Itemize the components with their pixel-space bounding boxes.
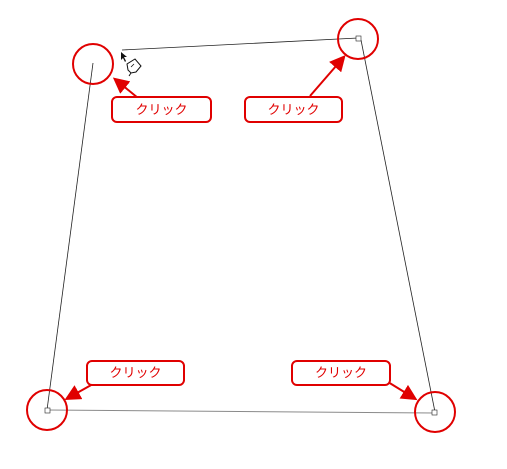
callout-label: クリック (135, 103, 187, 118)
anchor-point[interactable] (44, 407, 51, 414)
click-marker-top-left (72, 43, 114, 85)
callout-bottom-right: クリック (291, 360, 391, 386)
callout-arrow-bottom-right (387, 381, 418, 401)
anchor-point[interactable] (355, 35, 362, 42)
callout-arrow-top-left (112, 77, 139, 99)
callout-arrow-bottom-left (64, 383, 94, 400)
callout-arrow-top-right (309, 54, 346, 97)
pen-cursor-icon (121, 52, 142, 77)
anchor-points (44, 35, 438, 416)
callout-top-left: クリック (111, 96, 212, 123)
quad-path (46, 37, 436, 414)
callout-label: クリック (315, 366, 367, 381)
quad-edge-left (46, 62, 94, 411)
click-marker-top-right (337, 18, 379, 60)
anchor-point[interactable] (431, 409, 438, 416)
quad-edge-bottom (46, 409, 436, 414)
callout-bottom-left: クリック (86, 360, 185, 386)
callout-label: クリック (109, 366, 161, 381)
quad-edge-top (121, 37, 359, 51)
click-marker-bottom-right (414, 391, 456, 433)
callout-top-right: クリック (244, 96, 343, 123)
quad-edge-right (360, 39, 436, 413)
click-marker-bottom-left (26, 389, 68, 431)
callout-label: クリック (267, 103, 319, 118)
